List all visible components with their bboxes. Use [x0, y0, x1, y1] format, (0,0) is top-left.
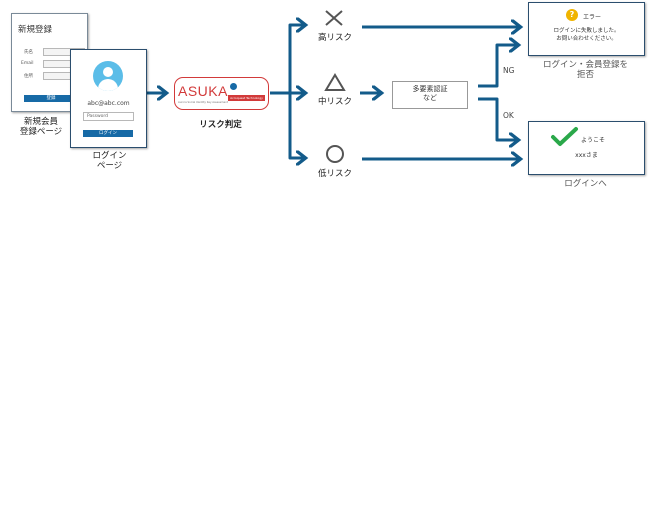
arrow-mfa-ok: [478, 97, 518, 140]
signup-caption: 新規会員 登録ページ: [11, 117, 71, 137]
signup-form-title: 新規登録: [18, 25, 53, 35]
asuka-caption: リスク判定: [199, 120, 242, 130]
welcome-caption: ログインへ: [564, 179, 607, 189]
avatar-icon: [93, 61, 123, 91]
welcome-user: xxxさま: [575, 152, 598, 159]
error-caption: ログイン・会員登録を 拒否: [528, 60, 643, 80]
check-icon: [551, 127, 578, 146]
login-email-text: abc@abc.com: [87, 100, 130, 107]
error-message: ログインに失敗しました。 お問い合わせください。: [529, 27, 644, 43]
signup-field-label-name: 氏名: [24, 50, 33, 55]
ok-label: OK: [503, 111, 514, 120]
error-caption-line2: 拒否: [576, 70, 594, 80]
asuka-badge: Acroquest Technology: [228, 95, 265, 101]
login-form-card: abc@abc.com Password ログイン: [70, 49, 147, 148]
error-message-line2: お問い合わせください。: [556, 36, 617, 42]
ng-label: NG: [503, 66, 515, 75]
error-title: エラー: [583, 14, 602, 21]
low-risk-label: 低リスク: [317, 169, 352, 179]
asuka-mark-icon: [230, 83, 237, 90]
cross-icon: [325, 10, 343, 26]
mfa-box: 多要素認証 など: [392, 81, 468, 109]
signup-field-label-email: Email: [21, 61, 34, 66]
login-caption-line2: ページ: [96, 161, 123, 171]
arrow-to-high-risk: [288, 25, 305, 93]
asuka-logo: ASUKA Acroquest Technology Aurora Social…: [174, 77, 269, 110]
signup-caption-line2: 登録ページ: [19, 127, 63, 137]
mfa-line2: など: [423, 94, 437, 102]
login-caption: ログイン ページ: [82, 151, 137, 171]
circle-icon: [326, 145, 344, 163]
high-risk-label: 高リスク: [317, 33, 352, 43]
error-caption-line1: ログイン・会員登録を: [542, 60, 628, 70]
login-password-placeholder: Password: [87, 114, 109, 119]
warning-icon: ?: [566, 9, 578, 21]
signup-submit-button[interactable]: 登録: [24, 95, 78, 102]
triangle-icon: [324, 73, 346, 91]
signup-caption-line1: 新規会員: [23, 117, 58, 127]
error-message-line1: ログインに失敗しました。: [553, 28, 620, 34]
login-password-input[interactable]: Password: [83, 112, 134, 121]
error-dialog: ? エラー ログインに失敗しました。 お問い合わせください。: [528, 2, 645, 56]
asuka-tagline: Aurora Social Identity Key Assessment: [178, 101, 228, 104]
signup-form-card: 新規登録 氏名 Email 住所 登録: [11, 13, 88, 112]
arrow-to-low-risk: [288, 93, 305, 158]
arrow-mfa-ng: [478, 45, 518, 88]
welcome-title: ようこそ: [581, 137, 606, 144]
login-caption-line1: ログイン: [92, 151, 127, 161]
asuka-logo-text: ASUKA: [178, 83, 228, 99]
welcome-dialog: ようこそ xxxさま: [528, 121, 645, 175]
mfa-line1: 多要素認証: [412, 85, 448, 93]
signup-field-label-address: 住所: [24, 74, 33, 79]
mid-risk-label: 中リスク: [317, 97, 352, 107]
login-submit-button[interactable]: ログイン: [83, 130, 133, 137]
